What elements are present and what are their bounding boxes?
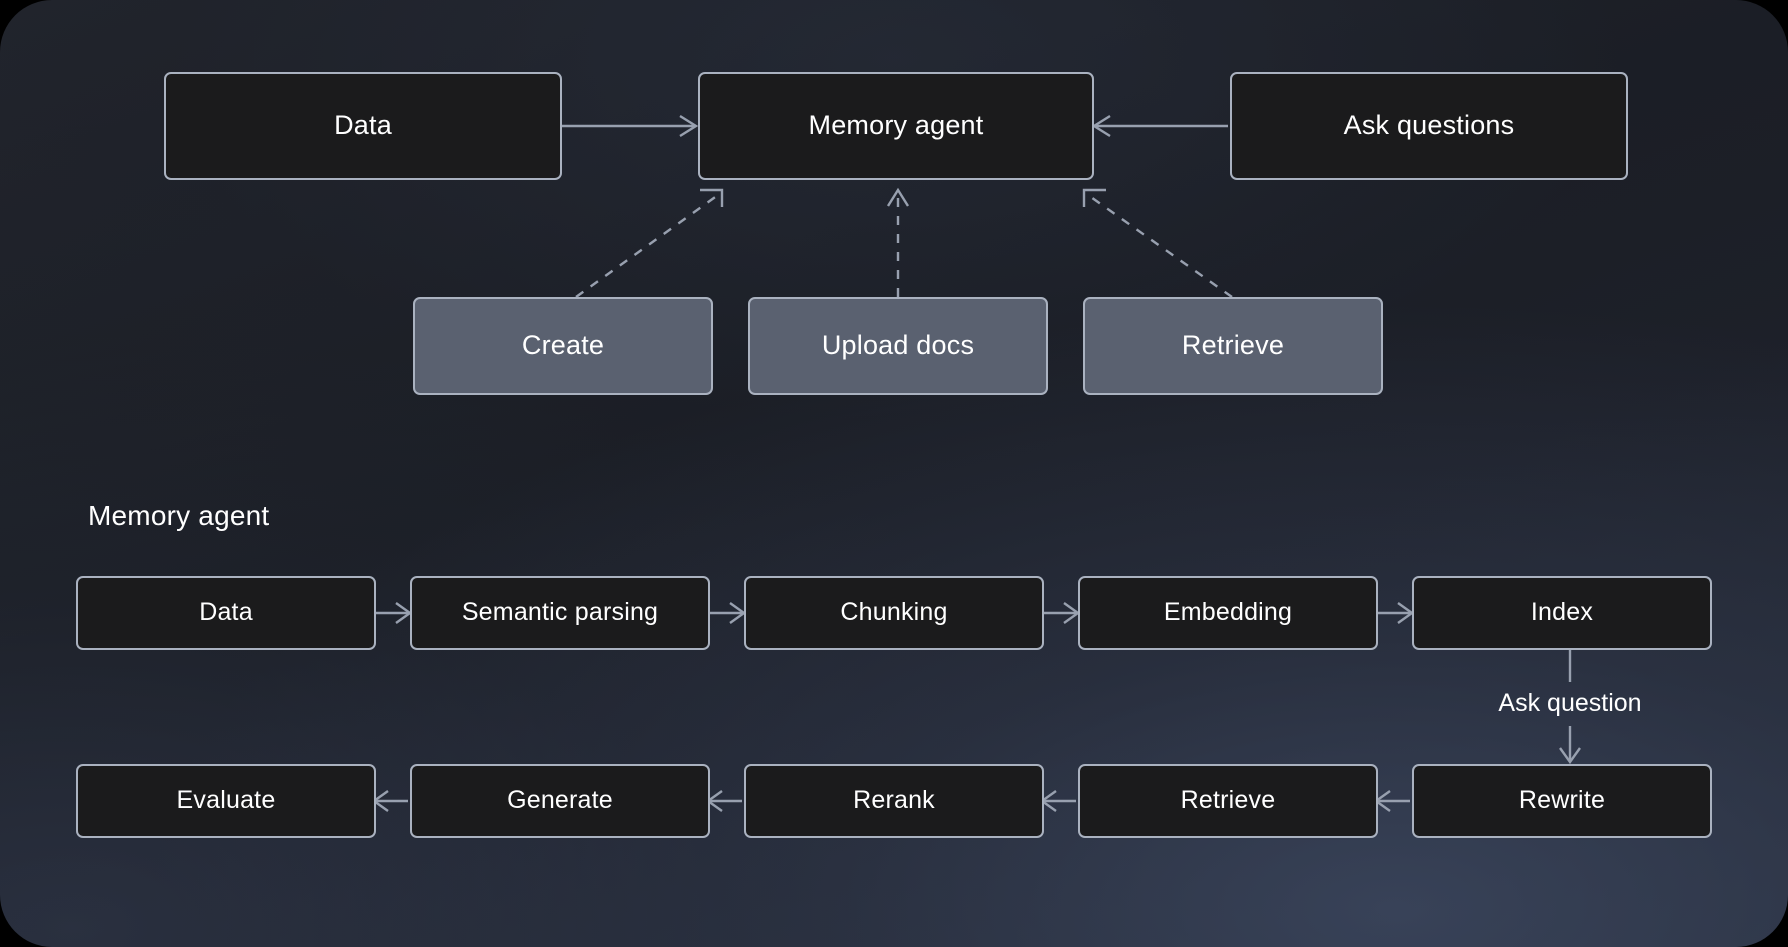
- node-retrieve-action[interactable]: Retrieve: [1083, 297, 1383, 395]
- edge-retrieve-to-memory-agent: [1082, 188, 1233, 298]
- edge-upload-docs-to-memory-agent: [886, 187, 910, 297]
- edge-label-ask-question: Ask question: [1498, 689, 1642, 717]
- edge-pipeline-data-to-semantic-parsing: [376, 602, 413, 624]
- edge-pipeline-rerank-to-generate: [705, 790, 742, 812]
- pipeline-node-retrieve[interactable]: Retrieve: [1078, 764, 1378, 838]
- edge-pipeline-generate-to-evaluate: [371, 790, 408, 812]
- pipeline-node-data[interactable]: Data: [76, 576, 376, 650]
- node-upload-docs[interactable]: Upload docs: [748, 297, 1048, 395]
- pipeline-node-semantic-parsing[interactable]: Semantic parsing: [410, 576, 710, 650]
- edge-create-to-memory-agent: [575, 188, 724, 298]
- node-ask-questions[interactable]: Ask questions: [1230, 72, 1628, 180]
- edge-pipeline-chunking-to-embedding: [1044, 602, 1081, 624]
- pipeline-node-embedding[interactable]: Embedding: [1078, 576, 1378, 650]
- edge-data-to-memory-agent: [562, 114, 699, 138]
- edge-pipeline-retrieve-to-rerank: [1039, 790, 1076, 812]
- pipeline-node-rerank[interactable]: Rerank: [744, 764, 1044, 838]
- pipeline-node-evaluate[interactable]: Evaluate: [76, 764, 376, 838]
- pipeline-node-chunking[interactable]: Chunking: [744, 576, 1044, 650]
- node-memory-agent[interactable]: Memory agent: [698, 72, 1094, 180]
- pipeline-node-generate[interactable]: Generate: [410, 764, 710, 838]
- pipeline-node-index[interactable]: Index: [1412, 576, 1712, 650]
- edge-ask-questions-to-memory-agent: [1091, 114, 1228, 138]
- edge-pipeline-rewrite-to-retrieve: [1373, 790, 1410, 812]
- node-data-source[interactable]: Data: [164, 72, 562, 180]
- node-create[interactable]: Create: [413, 297, 713, 395]
- edge-pipeline-embedding-to-index: [1378, 602, 1415, 624]
- pipeline-title: Memory agent: [88, 500, 270, 531]
- pipeline-node-rewrite[interactable]: Rewrite: [1412, 764, 1712, 838]
- edge-pipeline-semantic-parsing-to-chunking: [710, 602, 747, 624]
